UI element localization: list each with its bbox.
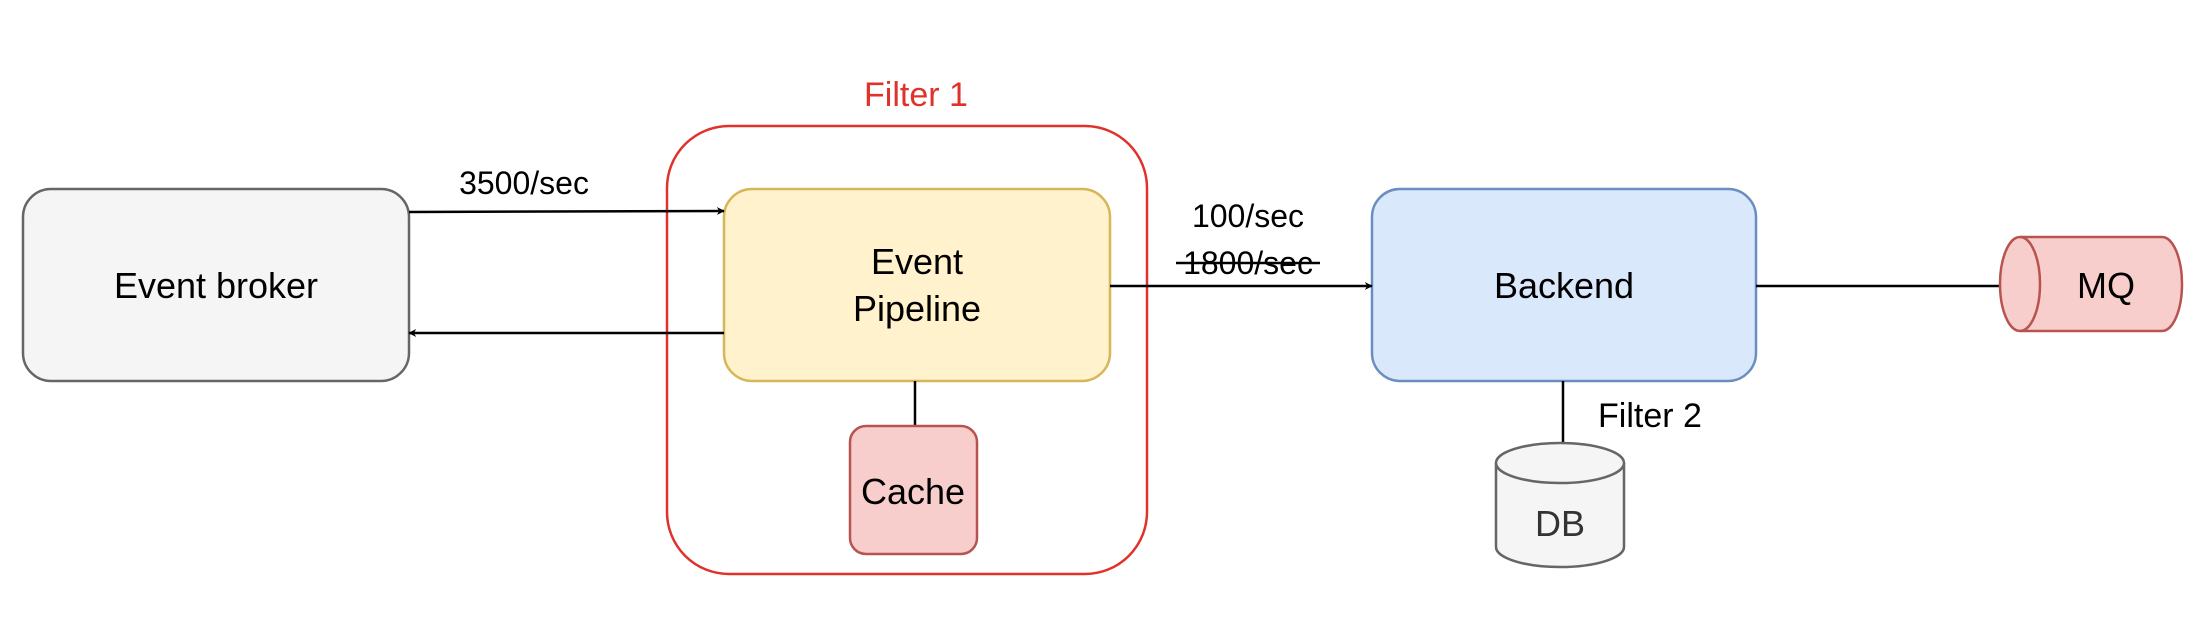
backend-label: Backend	[1494, 265, 1634, 306]
db-node[interactable]: DB	[1494, 441, 1626, 569]
event-pipeline-label-line2: Pipeline	[853, 288, 981, 329]
filter2-label: Filter 2	[1598, 397, 1702, 435]
mq-node[interactable]: MQ	[1998, 235, 2184, 333]
filter1-group-border	[665, 124, 1149, 576]
filter1-label: Filter 1	[864, 76, 968, 114]
edge-broker-to-pipeline	[408, 207, 725, 216]
event-broker-label: Event broker	[114, 265, 318, 306]
cache-node[interactable]	[848, 424, 979, 556]
event-broker-node[interactable]	[21, 187, 411, 383]
event-pipeline-label-line1: Event	[871, 241, 963, 282]
db-cylinder-top	[1494, 441, 1626, 485]
mq-cylinder-body	[1998, 235, 2184, 333]
db-label: DB	[1535, 503, 1585, 544]
mq-label: MQ	[2077, 265, 2135, 306]
edge-broker-to-pipeline-rate: 3500/sec	[459, 165, 589, 201]
edge-pipeline-to-backend-rate: 100/sec	[1192, 198, 1304, 234]
db-cylinder-body	[1494, 463, 1626, 569]
cache-label: Cache	[861, 471, 965, 512]
mq-cylinder-cap	[2019, 235, 2042, 333]
event-pipeline-node[interactable]	[722, 187, 1112, 383]
